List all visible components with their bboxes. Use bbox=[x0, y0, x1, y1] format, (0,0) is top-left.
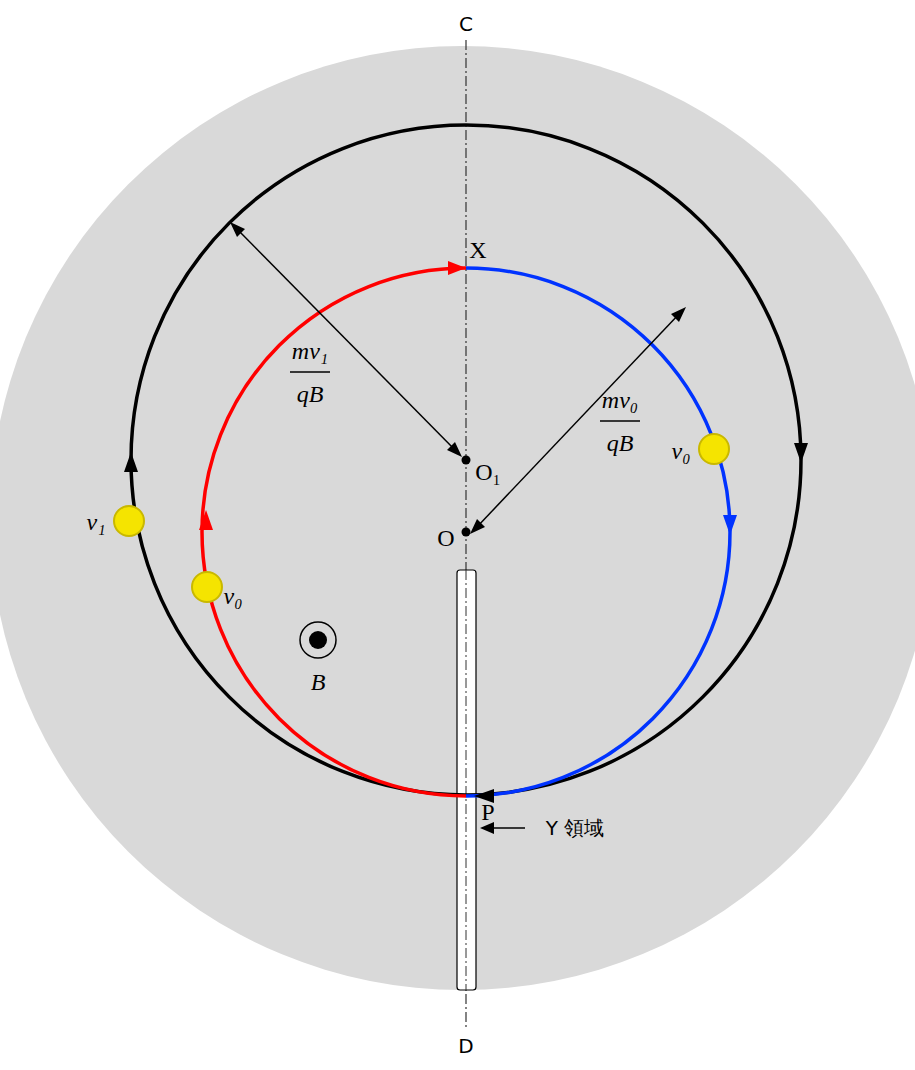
point-label: O bbox=[437, 525, 454, 551]
arrowhead bbox=[723, 515, 737, 535]
field-label: B bbox=[311, 669, 326, 695]
orbit-v1 bbox=[131, 125, 801, 795]
charged-particle bbox=[192, 572, 222, 602]
arrowhead bbox=[124, 452, 138, 472]
radius-numerator: mv₀ bbox=[602, 387, 638, 413]
center-dot bbox=[462, 456, 471, 465]
arrowhead bbox=[199, 510, 213, 530]
arrowhead bbox=[448, 261, 466, 275]
field-out-symbol bbox=[309, 631, 327, 649]
velocity-label: v₀ bbox=[224, 583, 243, 609]
arrowhead bbox=[447, 442, 462, 457]
magnetic-field-region bbox=[0, 46, 915, 990]
axis-line bbox=[466, 570, 467, 990]
fraction-bar bbox=[600, 420, 640, 422]
arrowhead bbox=[230, 222, 245, 237]
point-label: X bbox=[469, 237, 486, 263]
radius-arrow bbox=[476, 313, 680, 528]
region-label: Y 領域 bbox=[546, 817, 605, 839]
velocity-label: v₀ bbox=[672, 438, 691, 464]
point-label: O₁ bbox=[475, 459, 501, 485]
radius-numerator: mv₁ bbox=[292, 338, 328, 364]
axis-label: D bbox=[458, 1035, 473, 1057]
arrowhead bbox=[671, 307, 686, 322]
arrowhead bbox=[794, 443, 808, 463]
region-y bbox=[457, 570, 476, 990]
center-dot bbox=[462, 528, 471, 537]
radius-denominator: qB bbox=[607, 430, 634, 456]
axis-label: C bbox=[459, 13, 473, 35]
point-label: P bbox=[481, 799, 494, 825]
radius-arrow bbox=[236, 228, 458, 453]
charged-particle bbox=[699, 434, 729, 464]
orbit-v0-blue bbox=[466, 268, 730, 796]
arrowhead bbox=[470, 519, 485, 534]
orbit-v0-red bbox=[202, 268, 466, 796]
fraction-bar bbox=[290, 371, 330, 373]
charged-particle bbox=[114, 506, 144, 536]
field-out-symbol bbox=[300, 622, 336, 658]
radius-denominator: qB bbox=[297, 381, 324, 407]
velocity-label: v₁ bbox=[87, 509, 106, 535]
